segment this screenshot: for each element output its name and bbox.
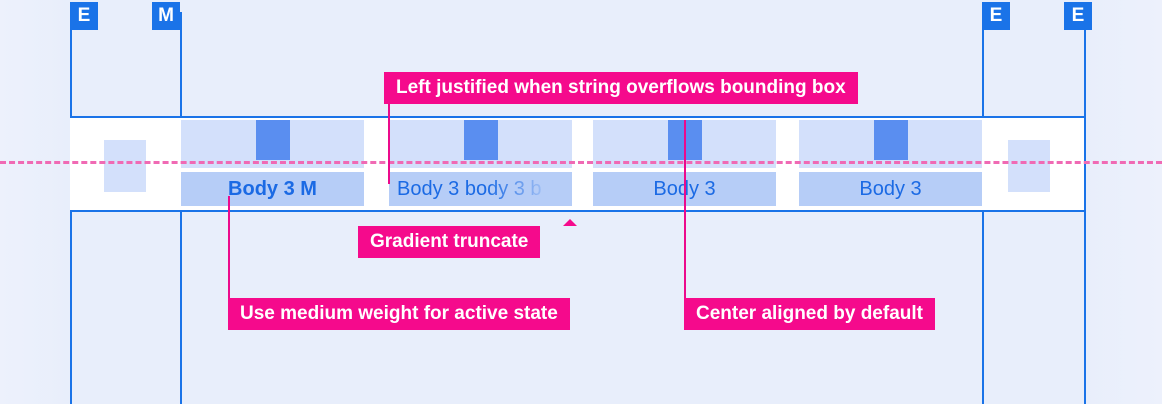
badge-margin-left: M	[152, 2, 180, 30]
chip-label-1: Body 3 M	[181, 172, 364, 206]
chip-label-4: Body 3	[799, 172, 982, 206]
chip-surface	[181, 120, 364, 168]
chip-item-4[interactable]: Body 3	[799, 120, 982, 208]
chip-label-2: Body 3 body 3 b	[389, 172, 572, 206]
endcap-chip-right	[1008, 140, 1050, 192]
chip-icon-placeholder	[873, 120, 908, 160]
annotation-gradient-truncate: Gradient truncate	[358, 226, 541, 258]
badge-edge-left-outer: E	[70, 2, 98, 30]
connector-medium-weight	[228, 196, 230, 300]
connector-overflow	[388, 72, 390, 184]
right-edge-gradient	[1080, 0, 1162, 404]
endcap-chip-left	[104, 140, 146, 192]
chip-label-2-text: Body 3 body 3 b	[397, 178, 542, 200]
badge-edge-right-inner: E	[982, 2, 1010, 30]
vertical-center-baseline	[0, 161, 1162, 164]
annotation-medium-weight: Use medium weight for active state	[228, 298, 570, 330]
left-edge-gradient	[0, 0, 72, 404]
annotation-left-justified: Left justified when string overflows bou…	[384, 72, 858, 104]
annotation-gradient-arrow	[563, 219, 577, 226]
connector-center-aligned	[684, 120, 686, 300]
chip-icon-placeholder	[255, 120, 290, 160]
chip-item-2[interactable]: Body 3 body 3 b	[389, 120, 572, 208]
chip-surface	[799, 120, 982, 168]
chip-surface	[389, 120, 572, 168]
chip-item-1[interactable]: Body 3 M	[181, 120, 364, 208]
guide-line-edge-right-outer	[1084, 12, 1086, 404]
badge-edge-right-outer: E	[1064, 2, 1092, 30]
chip-icon-placeholder	[463, 120, 498, 160]
annotation-center-aligned: Center aligned by default	[684, 298, 935, 330]
